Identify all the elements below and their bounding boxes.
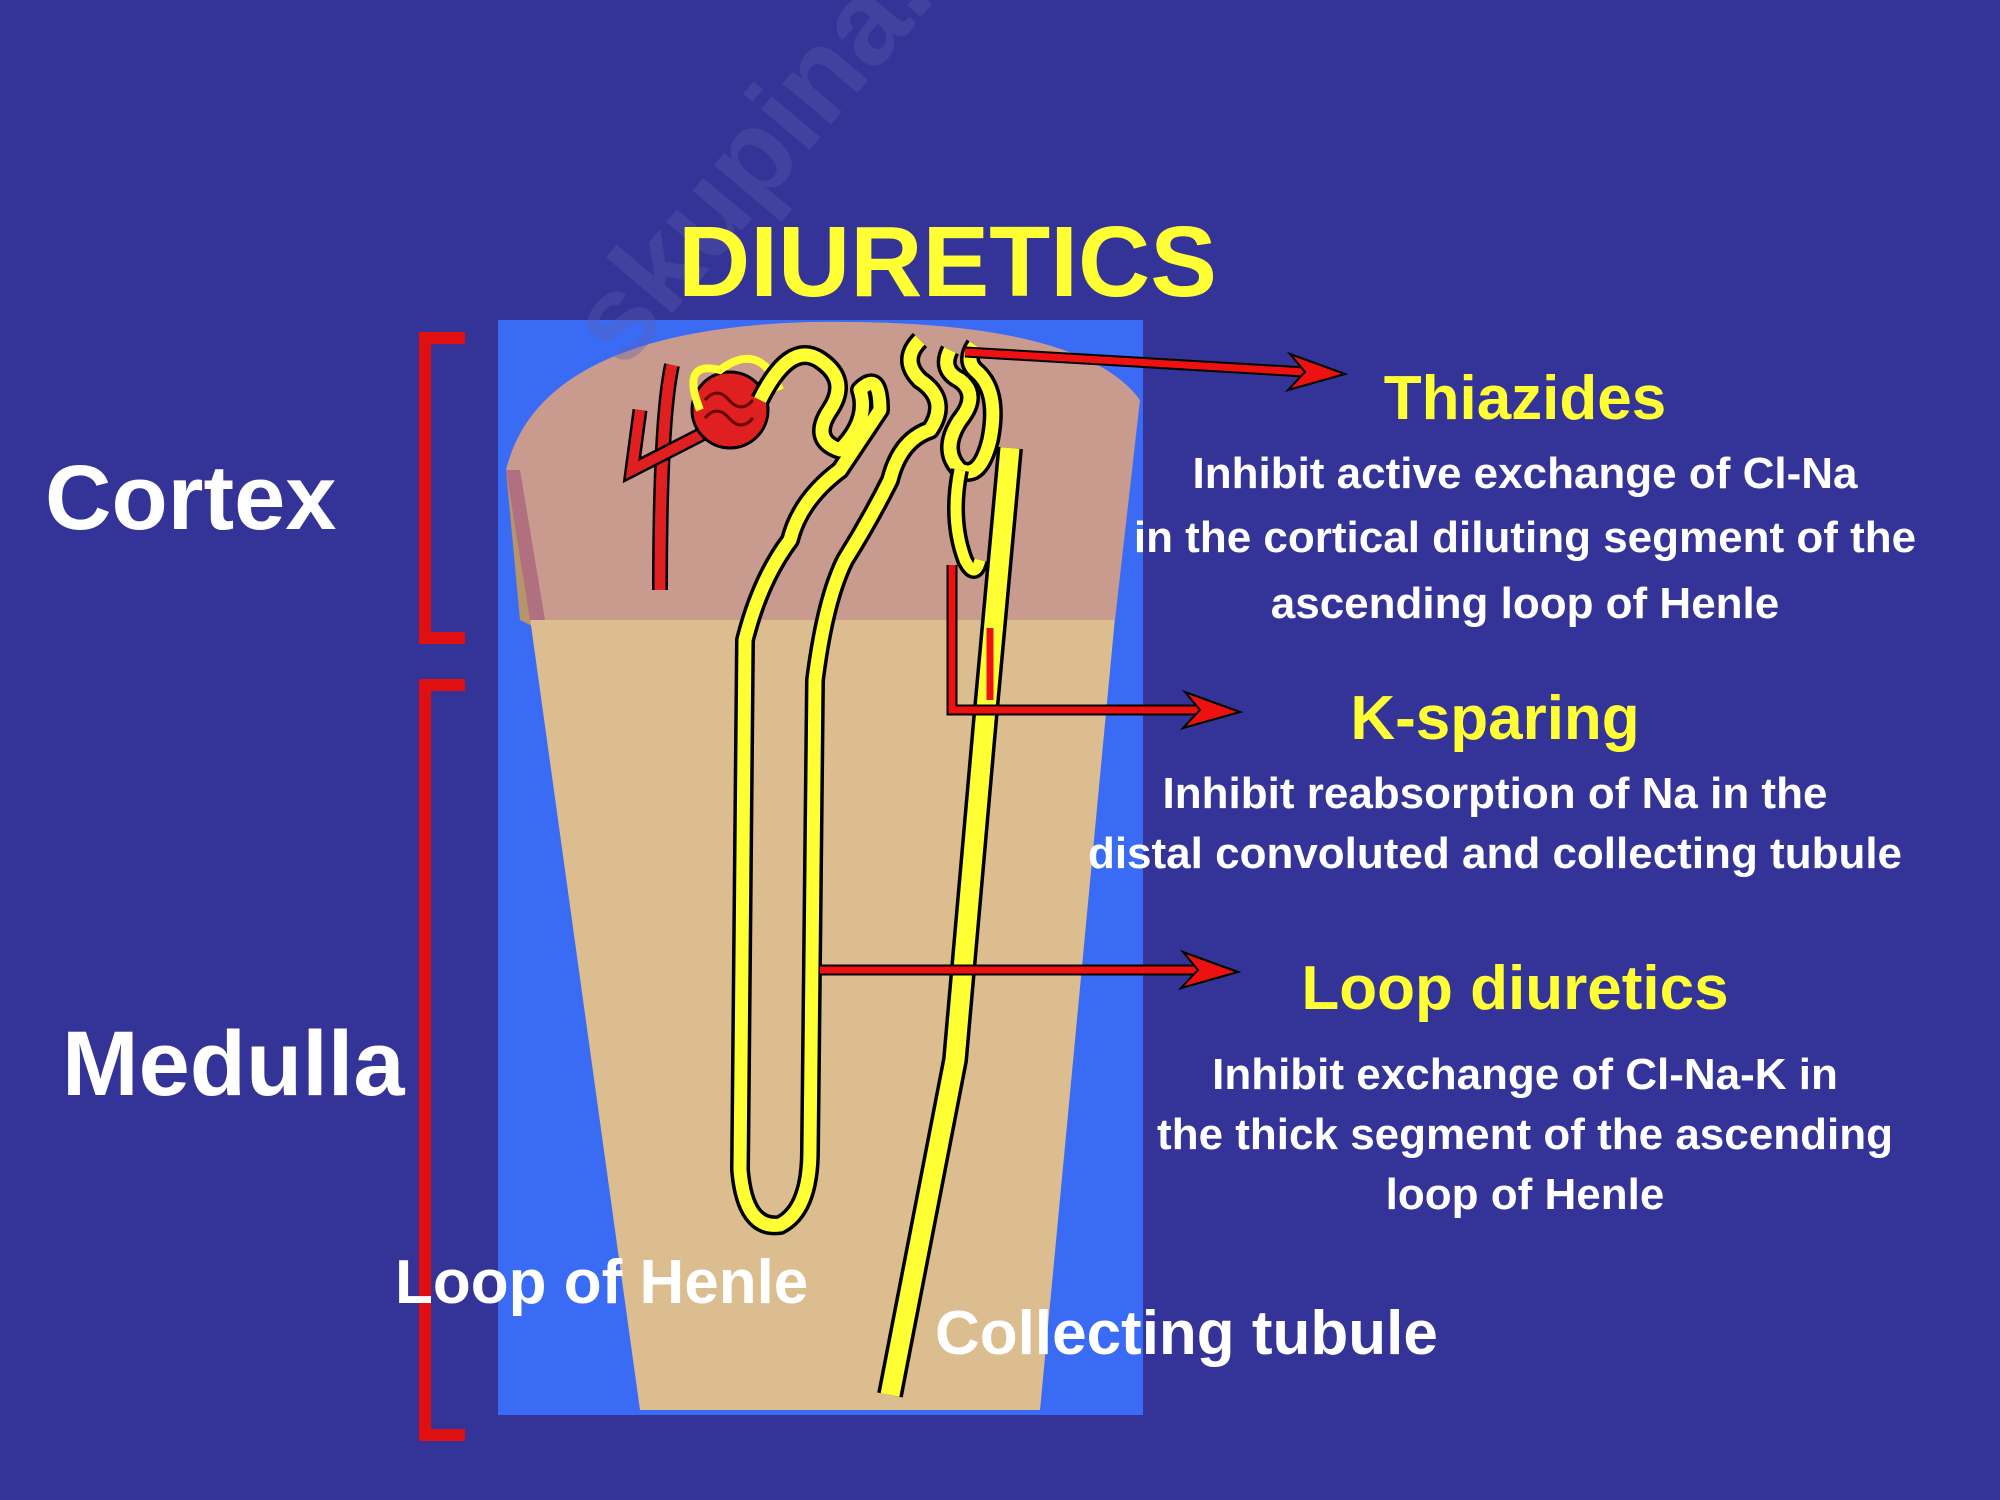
k-sparing-line-2: distal convoluted and collecting tubule xyxy=(1087,829,1903,878)
glomerulus xyxy=(622,354,784,591)
collecting-tubule xyxy=(877,446,1023,1398)
loop-of-henle-tubule xyxy=(730,332,948,1236)
k-sparing-line-1: Inhibit reabsorption of Na in the xyxy=(1162,769,1828,818)
loop-diuretics-line-2: the thick segment of the ascending xyxy=(1157,1110,1893,1159)
k-sparing-arrow xyxy=(946,565,1244,730)
loop-of-henle-label: Loop of Henle xyxy=(395,1248,809,1317)
thiazides-line-1: Inhibit active exchange of Cl-Na xyxy=(1192,449,1858,498)
thiazides-line-3: ascending loop of Henle xyxy=(1270,579,1780,628)
thiazides-arrow xyxy=(964,346,1349,392)
medulla-label: Medulla xyxy=(62,1013,405,1115)
k-sparing-heading: K-sparing xyxy=(1350,684,1640,753)
loop-diuretics-line-1: Inhibit exchange of Cl-Na-K in xyxy=(1212,1050,1838,1099)
loop-diuretics-arrow xyxy=(820,949,1242,990)
distal-tubule xyxy=(936,339,1003,579)
cortex-edge xyxy=(506,470,545,620)
medulla-bracket xyxy=(419,679,465,1441)
page-title: DIURETICS xyxy=(678,206,1217,318)
loop-diuretics-line-3: loop of Henle xyxy=(1385,1170,1665,1219)
collecting-tubule-label: Collecting tubule xyxy=(935,1299,1438,1368)
thiazides-heading: Thiazides xyxy=(1383,364,1667,433)
cortex-bracket xyxy=(419,332,465,644)
thiazides-line-2: in the cortical diluting segment of the xyxy=(1133,513,1917,562)
loop-diuretics-heading: Loop diuretics xyxy=(1301,954,1729,1023)
cortex-label: Cortex xyxy=(45,447,337,549)
